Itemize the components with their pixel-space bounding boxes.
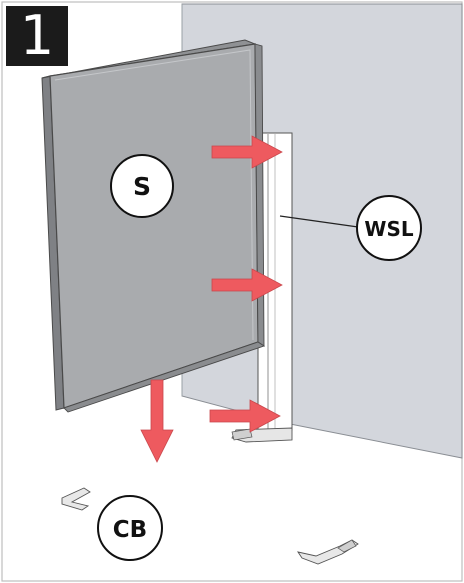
step-number: 1	[20, 9, 54, 63]
callout-s-label: S	[133, 172, 151, 201]
down-arrow	[141, 380, 173, 462]
panel	[42, 40, 264, 412]
step-number-badge: 1	[6, 6, 68, 66]
callout-cb: CB	[98, 496, 162, 560]
callout-wsl: WSL	[357, 196, 421, 260]
callout-s: S	[111, 155, 173, 217]
corner-bracket-right	[298, 540, 358, 564]
callout-cb-label: CB	[113, 517, 147, 543]
corner-bracket-left	[62, 488, 90, 510]
callout-wsl-label: WSL	[364, 217, 413, 241]
